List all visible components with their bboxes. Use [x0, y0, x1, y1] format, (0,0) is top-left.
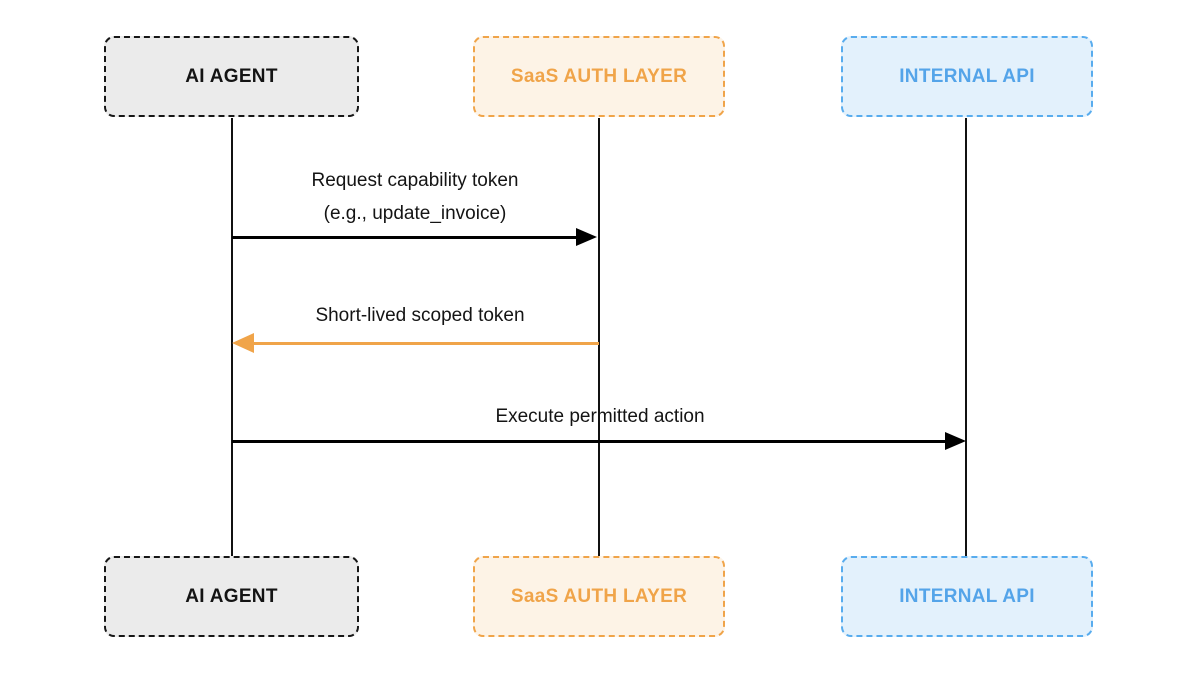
actor-box-saas-auth-layer-bottom: SaaS AUTH LAYER: [473, 556, 725, 637]
actor-box-internal-api-top: INTERNAL API: [841, 36, 1093, 117]
message-2-line: [253, 342, 599, 345]
actor-label-ai-agent-top: AI AGENT: [185, 65, 278, 87]
message-1-arrowhead-icon: [576, 228, 597, 246]
actor-label-ai-agent-bottom: AI AGENT: [185, 585, 278, 607]
actor-box-ai-agent-bottom: AI AGENT: [104, 556, 359, 637]
message-2-label: Short-lived scoped token: [240, 299, 600, 332]
message-3-line: [232, 440, 946, 443]
actor-label-internal-api-bottom: INTERNAL API: [899, 585, 1035, 607]
actor-label-saas-auth-layer-top: SaaS AUTH LAYER: [510, 65, 688, 87]
actor-box-saas-auth-layer-top: SaaS AUTH LAYER: [473, 36, 725, 117]
actor-label-internal-api-top: INTERNAL API: [899, 65, 1035, 87]
message-1-label-line1: Request capability token: [311, 170, 519, 191]
message-1-line: [232, 236, 577, 239]
actor-box-internal-api-bottom: INTERNAL API: [841, 556, 1093, 637]
actor-box-ai-agent-top: AI AGENT: [104, 36, 359, 117]
actor-label-saas-auth-layer-bottom: SaaS AUTH LAYER: [510, 585, 688, 607]
message-1-label-line2: (e.g., update_invoice): [323, 203, 507, 224]
message-2-arrowhead-icon: [232, 333, 254, 353]
message-3-label-line1: Execute permitted action: [495, 406, 705, 427]
lifeline-saas-auth-layer: [598, 118, 600, 556]
message-3-arrowhead-icon: [945, 432, 966, 450]
lifeline-internal-api: [965, 118, 967, 556]
message-3-label: Execute permitted action: [450, 400, 750, 433]
message-1-label: Request capability token (e.g., update_i…: [232, 164, 598, 230]
message-2-label-line1: Short-lived scoped token: [315, 305, 525, 326]
